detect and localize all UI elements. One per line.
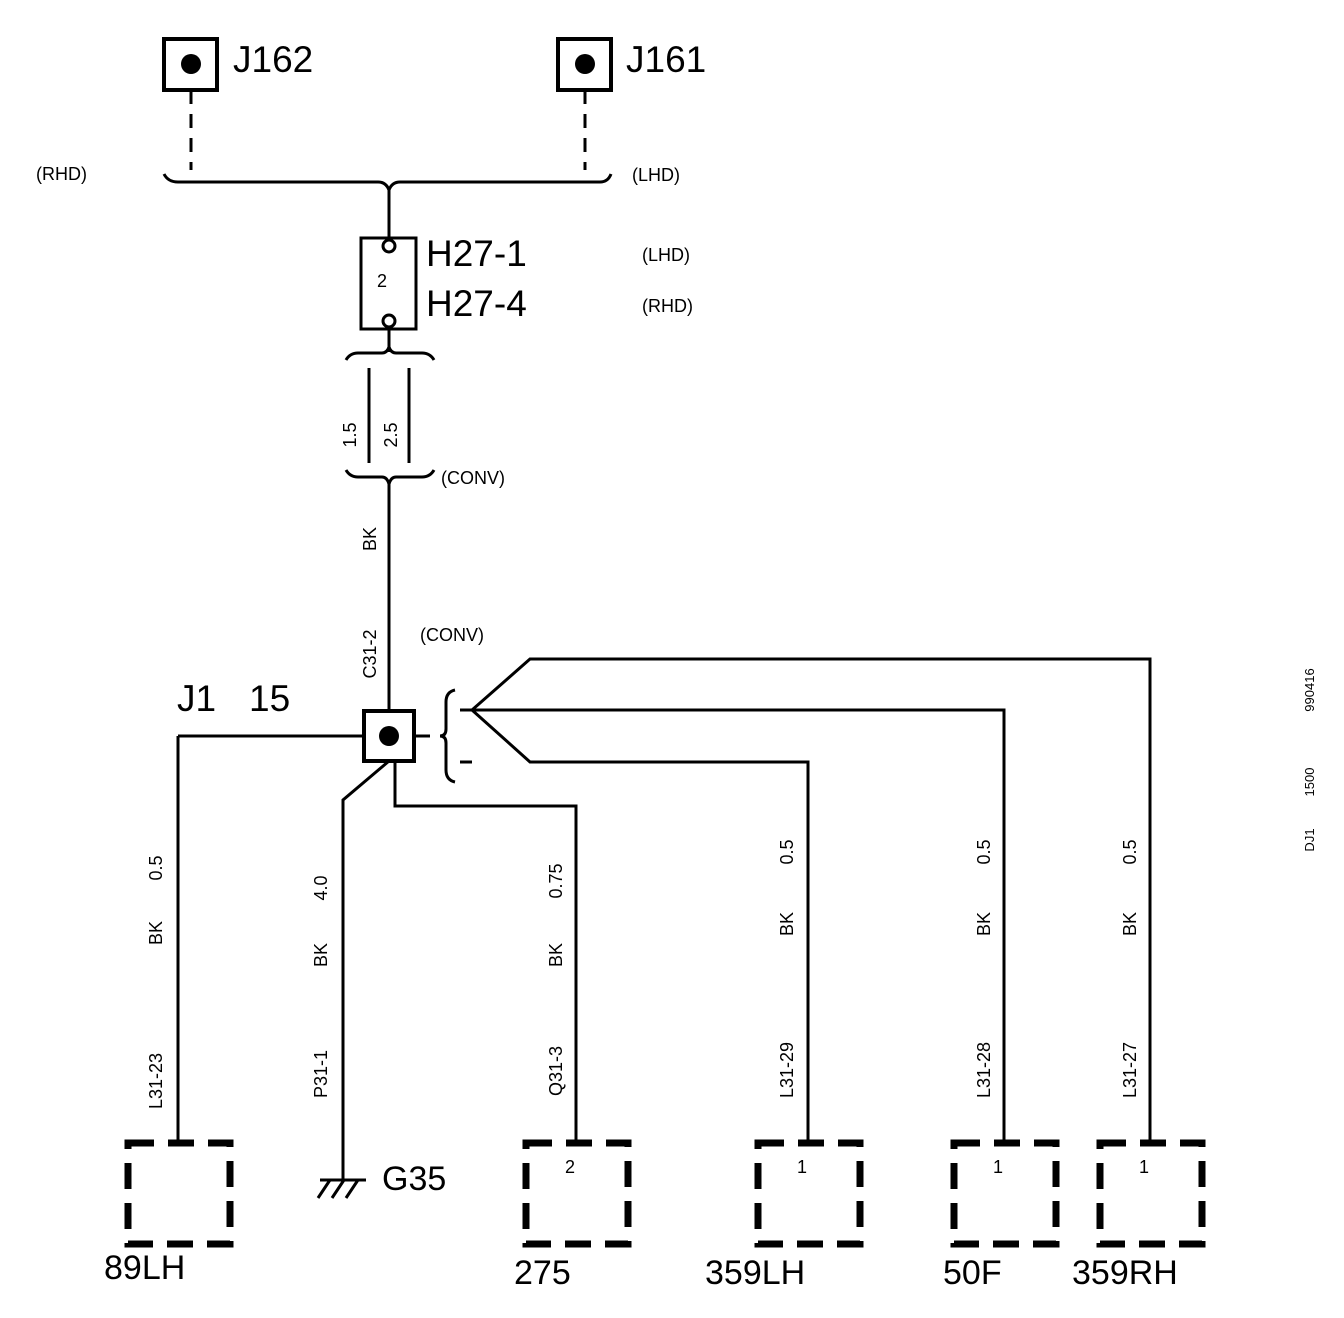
branch-wire-size: 0.5 (974, 839, 994, 864)
side-code-id: DJ1 (1302, 828, 1317, 851)
component-359lh-pin: 1 (797, 1157, 807, 1177)
junction-j1[interactable] (362, 709, 416, 763)
branch-connector-pin: L31-29 (777, 1042, 797, 1098)
h27-pin-number: 2 (377, 271, 387, 291)
branch-wire-color: BK (546, 943, 566, 967)
component-359rh[interactable] (1096, 1139, 1206, 1248)
branch-wire-size: 0.5 (777, 839, 797, 864)
branch-connector-pin: L31-28 (974, 1042, 994, 1098)
branch-wire-size: 0.5 (1120, 839, 1140, 864)
conv-label-junction: (CONV) (420, 625, 484, 645)
wire-to-359rh (471, 657, 1152, 1142)
branch-wire-color: BK (777, 912, 797, 936)
connector-j162[interactable] (162, 37, 219, 92)
conv-brace (439, 688, 456, 784)
component-89lh[interactable] (124, 1139, 234, 1248)
component-50f-label: 50F (943, 1254, 1002, 1292)
component-275-label: 275 (514, 1254, 571, 1292)
branch-wire-color: BK (1120, 912, 1140, 936)
lower-wire-brace (344, 469, 436, 490)
component-89lh-label: 89LH (104, 1249, 185, 1287)
junction-number: 15 (249, 678, 290, 719)
ground-g35-label: G35 (382, 1160, 446, 1198)
connector-j162-label: J162 (233, 39, 313, 80)
wire-to-50f (472, 708, 1006, 1142)
side-code-date: 990416 (1302, 668, 1317, 711)
junction-name: J1 (177, 678, 216, 719)
component-359rh-label: 359RH (1072, 1254, 1178, 1292)
branch-wire-color: BK (311, 943, 331, 967)
main-wire-color: BK (360, 527, 380, 551)
branch-wire-size: 4.0 (311, 875, 331, 900)
wire-to-275 (393, 761, 578, 1142)
connector-j161-label: J161 (626, 39, 706, 80)
component-275[interactable] (522, 1139, 632, 1248)
component-359lh-label: 359LH (705, 1254, 805, 1292)
branch-connector-pin: L31-23 (146, 1053, 166, 1109)
conv-label-top: (CONV) (441, 468, 505, 488)
h27-rhd-label: (RHD) (642, 296, 693, 316)
wire-to-g35 (341, 759, 390, 1180)
component-359rh-pin: 1 (1139, 1157, 1149, 1177)
connector-h27[interactable] (359, 236, 418, 331)
component-50f[interactable] (950, 1139, 1060, 1248)
branch-wire-color: BK (146, 921, 166, 945)
branch-wire-size: 0.5 (146, 855, 166, 880)
ground-icon (316, 1178, 366, 1199)
lhd-label: (LHD) (632, 165, 680, 185)
side-code-number: 1500 (1302, 768, 1317, 797)
rhd-label: (RHD) (36, 164, 87, 184)
branch-connector-pin: L31-27 (1120, 1042, 1140, 1098)
branch-connector-pin: Q31-3 (546, 1046, 566, 1096)
component-275-pin: 2 (565, 1157, 575, 1177)
wire-to-359lh (470, 708, 810, 1142)
component-359lh[interactable] (754, 1139, 864, 1248)
h27-4-label: H27-4 (426, 283, 527, 324)
h27-1-label: H27-1 (426, 233, 527, 274)
upper-wire-brace (344, 342, 436, 361)
wire-size-1-5: 1.5 (340, 422, 360, 447)
branch-connector-pin: P31-1 (311, 1050, 331, 1098)
main-wire-pin: C31-2 (360, 629, 380, 678)
connector-j161[interactable] (556, 37, 613, 92)
component-50f-pin: 1 (993, 1157, 1003, 1177)
wire-size-2-5: 2.5 (381, 422, 401, 447)
branch-wire-size: 0.75 (546, 863, 566, 898)
branch-wire-color: BK (974, 912, 994, 936)
top-brace (162, 173, 613, 195)
h27-lhd-label: (LHD) (642, 245, 690, 265)
